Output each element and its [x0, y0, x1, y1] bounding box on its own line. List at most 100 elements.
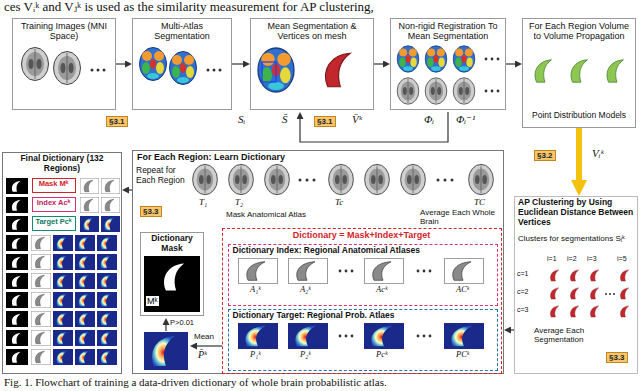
- node-title: Dictionary Target: Regional Prob. Atlaes: [233, 311, 493, 321]
- process-panel: Dictionary Index: Regional Anatomical At…: [228, 244, 498, 306]
- ellipsis-dot: [213, 69, 216, 72]
- annotation: i=3: [587, 255, 597, 263]
- ellipsis-dot: [207, 69, 210, 72]
- regional-probability-atlas: [238, 323, 278, 349]
- training-image: [22, 48, 49, 81]
- ellipsis-dot: [219, 69, 222, 72]
- index-tile: [31, 254, 51, 269]
- process-panel: AP Clustering by Using Euclidean Distanc…: [514, 196, 638, 374]
- whole-brain-atlas: [193, 164, 218, 194]
- target-tile: [97, 254, 117, 270]
- node-title: Dictionary = Mask+Index+Target: [225, 230, 498, 240]
- ellipsis-dot: [485, 58, 488, 61]
- math-symbol: Tc: [335, 197, 343, 207]
- math-symbol: A₁ᵏ: [250, 285, 261, 295]
- annotation: Repeat for Each Region: [136, 166, 186, 186]
- target-tile: [75, 349, 95, 365]
- node-title: Multi-Atlas Segmentation: [135, 21, 229, 42]
- segmentation-image: [425, 46, 447, 72]
- node-title: Target Pcᵏ: [33, 218, 74, 227]
- whole-brain-atlas: [265, 164, 290, 194]
- annotation: Average Each Segmentation: [534, 326, 604, 344]
- mask-tile: [6, 273, 28, 289]
- process-panel: Mean Segmentation & Vertices on mesh: [250, 18, 374, 110]
- annotation: Mean: [194, 332, 214, 341]
- index-tile: [31, 292, 51, 307]
- math-symbol: P₂ᵏ: [300, 350, 311, 360]
- segmentation-image: [397, 46, 419, 72]
- point-distribution-model: [535, 60, 551, 82]
- ellipsis-dot: [451, 179, 454, 182]
- math-symbol: T₁: [199, 197, 207, 207]
- cluster-shape: [591, 270, 599, 281]
- process-panel: Dictionary MaskMᵏ: [140, 232, 204, 316]
- regional-probability-atlas: [288, 323, 328, 349]
- target-tile: [53, 235, 73, 251]
- target-tile: [75, 330, 95, 346]
- annotation: i=1: [547, 255, 557, 263]
- cluster-shape: [551, 306, 559, 317]
- target-tile: [53, 311, 73, 327]
- registered-image: [397, 78, 419, 104]
- whole-brain-atlas: [401, 164, 426, 194]
- ellipsis-dot: [423, 270, 426, 273]
- cluster-shape: [621, 306, 629, 317]
- target-tile: [53, 349, 73, 365]
- target-tile: [53, 330, 73, 346]
- whole-brain-atlas: [365, 164, 390, 194]
- cluster-shape: [621, 288, 629, 299]
- ellipsis-dot: [417, 335, 420, 338]
- node-title: Mean Segmentation & Vertices on mesh: [253, 21, 371, 42]
- registered-image: [453, 78, 475, 104]
- mask-tile: [6, 235, 28, 251]
- target-tile: [80, 216, 99, 232]
- mask-tile: [6, 292, 28, 308]
- index-tile: [31, 349, 51, 364]
- ellipsis-dot: [306, 179, 309, 182]
- math-symbol: P₁ᵏ: [250, 350, 261, 360]
- math-symbol: TC: [474, 197, 485, 207]
- cluster-shape: [571, 270, 579, 281]
- regional-anatomical-atlas: [239, 258, 278, 283]
- node-title: For Each Region: Learn Dictionary: [137, 152, 437, 162]
- ellipsis-dot: [339, 335, 342, 338]
- cluster-shape: [621, 270, 629, 281]
- target-tile: [75, 254, 95, 270]
- math-symbol: Vᵢᵏ: [592, 147, 604, 160]
- ellipsis-dot: [485, 90, 488, 93]
- ellipsis-dot: [299, 179, 302, 182]
- flow-arrow: [116, 63, 125, 64]
- mask-region: [164, 263, 184, 290]
- target-tile: [75, 235, 95, 251]
- target-tile: [97, 292, 117, 308]
- ellipsis-dot: [429, 270, 432, 273]
- flow-arrow: [576, 128, 582, 180]
- math-symbol: Acᵏ: [376, 285, 387, 295]
- target-tile: [97, 311, 117, 327]
- segmentation-image: [140, 48, 167, 81]
- mask-tile: [6, 178, 28, 194]
- target-tile: [97, 349, 117, 365]
- target-tile: [97, 273, 117, 289]
- process-panel: For Each Region: Learn DictionaryDiction…: [132, 150, 504, 374]
- warp-arrow: [300, 112, 448, 142]
- index-tile: [31, 311, 51, 326]
- segmentation-image: [453, 46, 475, 72]
- annotation: c=3: [517, 306, 528, 314]
- math-symbol: Φᵢ⁻¹: [456, 113, 475, 126]
- ellipsis-dot: [605, 293, 607, 295]
- math-symbol: Φᵢ: [424, 113, 434, 126]
- ellipsis-dot: [444, 179, 447, 182]
- ellipsis-dot: [103, 69, 106, 72]
- regional-probability-atlas: [364, 323, 404, 349]
- threshold-arrow: [165, 325, 166, 331]
- math-symbol: A₂ᵏ: [300, 285, 311, 295]
- ellipsis-dot: [97, 69, 100, 72]
- ellipsis-dot: [351, 270, 354, 273]
- flow-arrow: [506, 63, 515, 64]
- node-title: Final Dictionary (132 Regions): [6, 154, 118, 174]
- ellipsis-dot: [491, 58, 494, 61]
- math-symbol: Sᵢ: [238, 113, 245, 126]
- index-tile: [80, 197, 99, 212]
